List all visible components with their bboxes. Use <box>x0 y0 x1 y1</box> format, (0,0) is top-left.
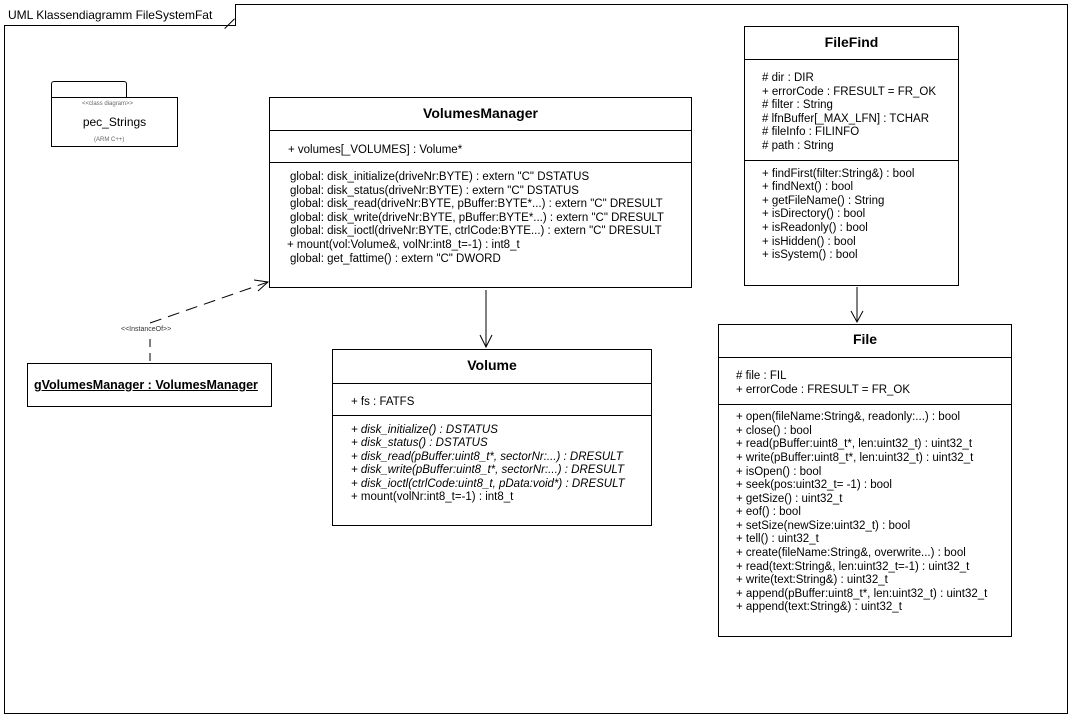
package-tag: (ARM C++) <box>94 137 125 143</box>
operation: + disk_ioctl(ctrlCode:uint8_t, pData:voi… <box>351 478 625 490</box>
class-file[interactable]: File # file : FIL + errorCode : FRESULT … <box>718 324 1012 637</box>
operation: + disk_write(pBuffer:uint8_t*, sectorNr:… <box>351 464 625 476</box>
operation: + isReadonly() : bool <box>762 222 868 234</box>
attribute: + fs : FATFS <box>351 396 415 408</box>
diagram-frame <box>4 4 1068 714</box>
operation: + write(pBuffer:uint8_t*, len:uint32_t) … <box>736 452 974 464</box>
attribute: # filter : String <box>762 99 833 111</box>
operation: + seek(pos:uint32_t= -1) : bool <box>736 479 892 491</box>
operation: global: disk_read(driveNr:BYTE, pBuffer:… <box>290 198 663 210</box>
class-title: FileFind <box>824 34 879 50</box>
class-title: VolumesManager <box>423 105 538 121</box>
operation: + open(fileName:String&, readonly:...) :… <box>736 411 961 423</box>
operation: + create(fileName:String&, overwrite...)… <box>736 547 966 559</box>
operation: + append(pBuffer:uint8_t*, len:uint32_t)… <box>736 588 988 600</box>
operation: global: get_fattime() : extern "C" DWORD <box>290 253 501 265</box>
attribute: + volumes[_VOLUMES] : Volume* <box>288 144 463 156</box>
operation: + write(text:String&) : uint32_t <box>736 574 888 586</box>
object-gvolumesmanager[interactable]: gVolumesManager : VolumesManager <box>27 363 272 407</box>
operation: global: disk_ioctl(driveNr:BYTE, ctrlCod… <box>290 225 662 237</box>
operation: + getFileName() : String <box>762 195 885 207</box>
package-stereotype: <<class diagram>> <box>82 101 134 107</box>
operation: global: disk_write(driveNr:BYTE, pBuffer… <box>290 212 664 224</box>
operation: + append(text:String&) : uint32_t <box>736 601 902 613</box>
operation: + eof() : bool <box>736 506 801 518</box>
arrowhead <box>253 279 270 292</box>
compartment-divider <box>745 160 958 161</box>
operation: + findNext() : bool <box>762 181 854 193</box>
compartment-divider <box>270 130 691 131</box>
attribute: # fileInfo : FILINFO <box>762 126 860 138</box>
compartment-divider <box>333 383 651 384</box>
operation: + isOpen() : bool <box>736 466 822 478</box>
instanceof-line <box>149 281 269 324</box>
class-volumes-manager[interactable]: VolumesManager + volumes[_VOLUMES] : Vol… <box>269 97 692 288</box>
attribute: + errorCode : FRESULT = FR_OK <box>736 384 911 396</box>
operation: + isDirectory() : bool <box>762 208 866 220</box>
operation: + mount(vol:Volume&, volNr:int8_t=-1) : … <box>287 239 520 251</box>
compartment-divider <box>719 357 1011 358</box>
operation: + getSize() : uint32_t <box>736 493 843 505</box>
attribute: # lfnBuffer[_MAX_LFN] : TCHAR <box>762 113 930 125</box>
compartment-divider <box>745 59 958 60</box>
compartment-divider <box>270 162 691 163</box>
operation: + disk_status() : DSTATUS <box>351 437 488 449</box>
attribute: + errorCode : FRESULT = FR_OK <box>762 86 937 98</box>
operation: global: disk_initialize(driveNr:BYTE) : … <box>290 171 590 183</box>
operation: + read(text:String&, len:uint32_t=-1) : … <box>736 561 970 573</box>
operation: + mount(volNr:int8_t=-1) : int8_t <box>351 491 514 503</box>
operation: + disk_initialize() : DSTATUS <box>351 424 498 436</box>
package-name: pec_Strings <box>82 115 147 129</box>
operation: + tell() : uint32_t <box>736 533 819 545</box>
attribute: # path : String <box>762 140 834 152</box>
class-title: Volume <box>467 357 517 373</box>
operation: + isHidden() : bool <box>762 236 856 248</box>
class-volume[interactable]: Volume + fs : FATFS + disk_initialize() … <box>332 349 652 526</box>
package-tab[interactable] <box>51 81 127 98</box>
operation: + isSystem() : bool <box>762 249 858 261</box>
object-title: gVolumesManager : VolumesManager <box>34 378 258 392</box>
attribute: # file : FIL <box>736 370 787 382</box>
package-pec-strings[interactable]: <<class diagram>> pec_Strings (ARM C++) <box>51 97 178 147</box>
arrowhead <box>479 334 493 349</box>
attribute: # dir : DIR <box>762 72 814 84</box>
class-title: File <box>852 331 878 347</box>
instanceof-stereotype: <<InstanceOf>> <box>121 326 172 333</box>
operation: + close() : bool <box>736 425 812 437</box>
operation: + setSize(newSize:uint32_t) : bool <box>736 520 911 532</box>
operation: + findFirst(filter:String&) : bool <box>762 168 915 180</box>
frame-title: UML Klassendiagramm FileSystemFat <box>4 4 236 26</box>
compartment-divider <box>333 415 651 416</box>
operation: + disk_read(pBuffer:uint8_t*, sectorNr:.… <box>351 451 623 463</box>
class-filefind[interactable]: FileFind # dir : DIR + errorCode : FRESU… <box>744 26 959 286</box>
operation: global: disk_status(driveNr:BYTE) : exte… <box>290 185 579 197</box>
operation: + read(pBuffer:uint8_t*, len:uint32_t) :… <box>736 438 973 450</box>
arrowhead <box>850 310 864 324</box>
compartment-divider <box>719 404 1011 405</box>
